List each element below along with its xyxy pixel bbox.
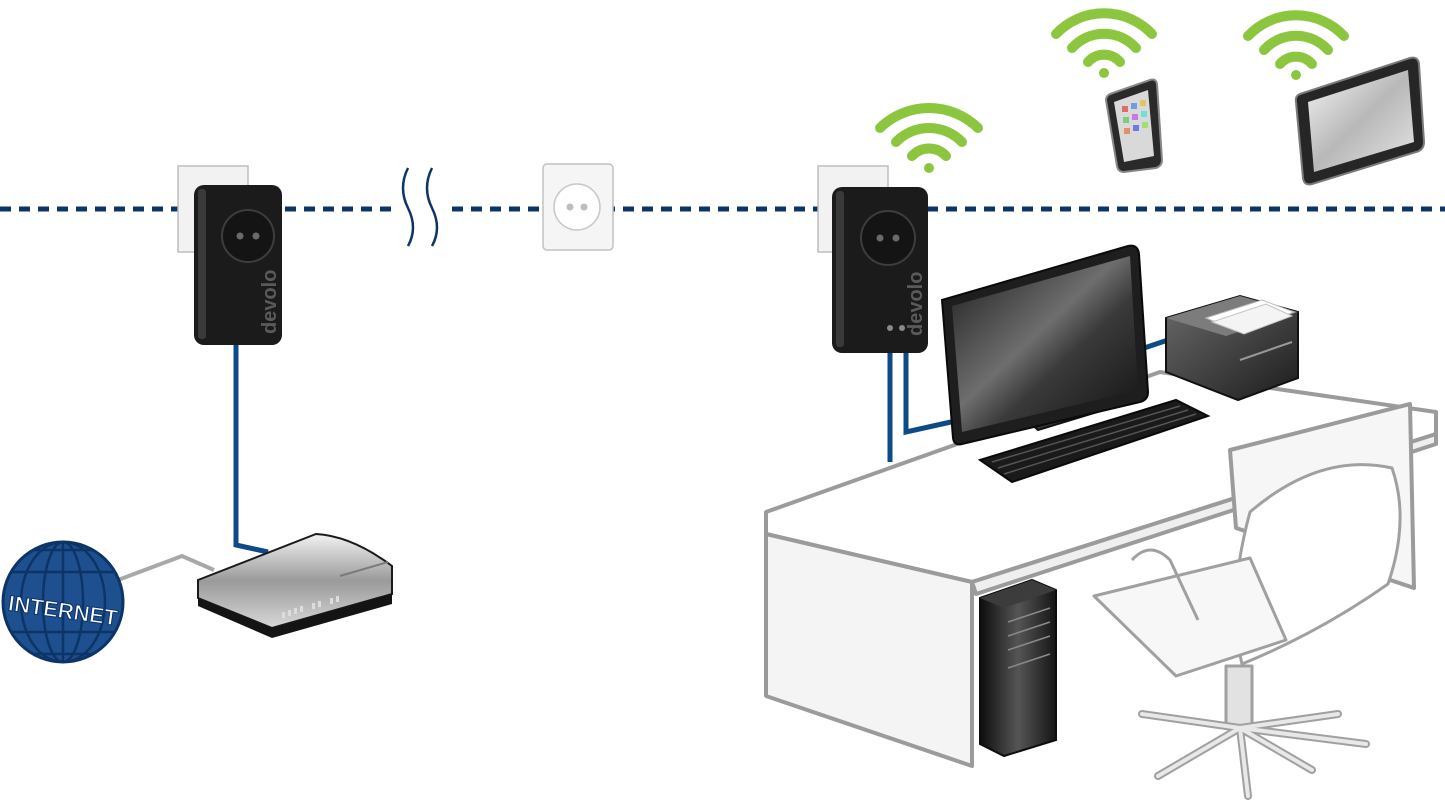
wall-socket-icon <box>542 163 614 251</box>
wifi-signal-icon <box>1051 8 1157 78</box>
monitor-icon <box>940 244 1150 446</box>
wifi-signal-icon <box>875 102 983 173</box>
ethernet-cable-router <box>233 340 269 555</box>
adapter-brand-label: devolo <box>259 270 281 334</box>
router-icon <box>197 532 393 638</box>
adapter-brand-label: devolo <box>905 272 927 336</box>
powerline-adapter-left: devolo <box>177 165 282 345</box>
tablet-icon <box>1294 56 1426 186</box>
globe-icon: INTERNET <box>1 540 125 664</box>
phone-cable-internet <box>117 553 215 582</box>
keyboard-icon <box>977 398 1211 484</box>
printer-icon <box>1165 294 1299 402</box>
line-break-mark <box>401 167 439 247</box>
powerline-adapter-wifi: devolo <box>817 165 928 353</box>
smartphone-icon <box>1104 78 1164 174</box>
wifi-signal-icon <box>1243 10 1349 80</box>
pc-tower-icon <box>979 578 1057 758</box>
office-chair-icon <box>1092 463 1402 800</box>
